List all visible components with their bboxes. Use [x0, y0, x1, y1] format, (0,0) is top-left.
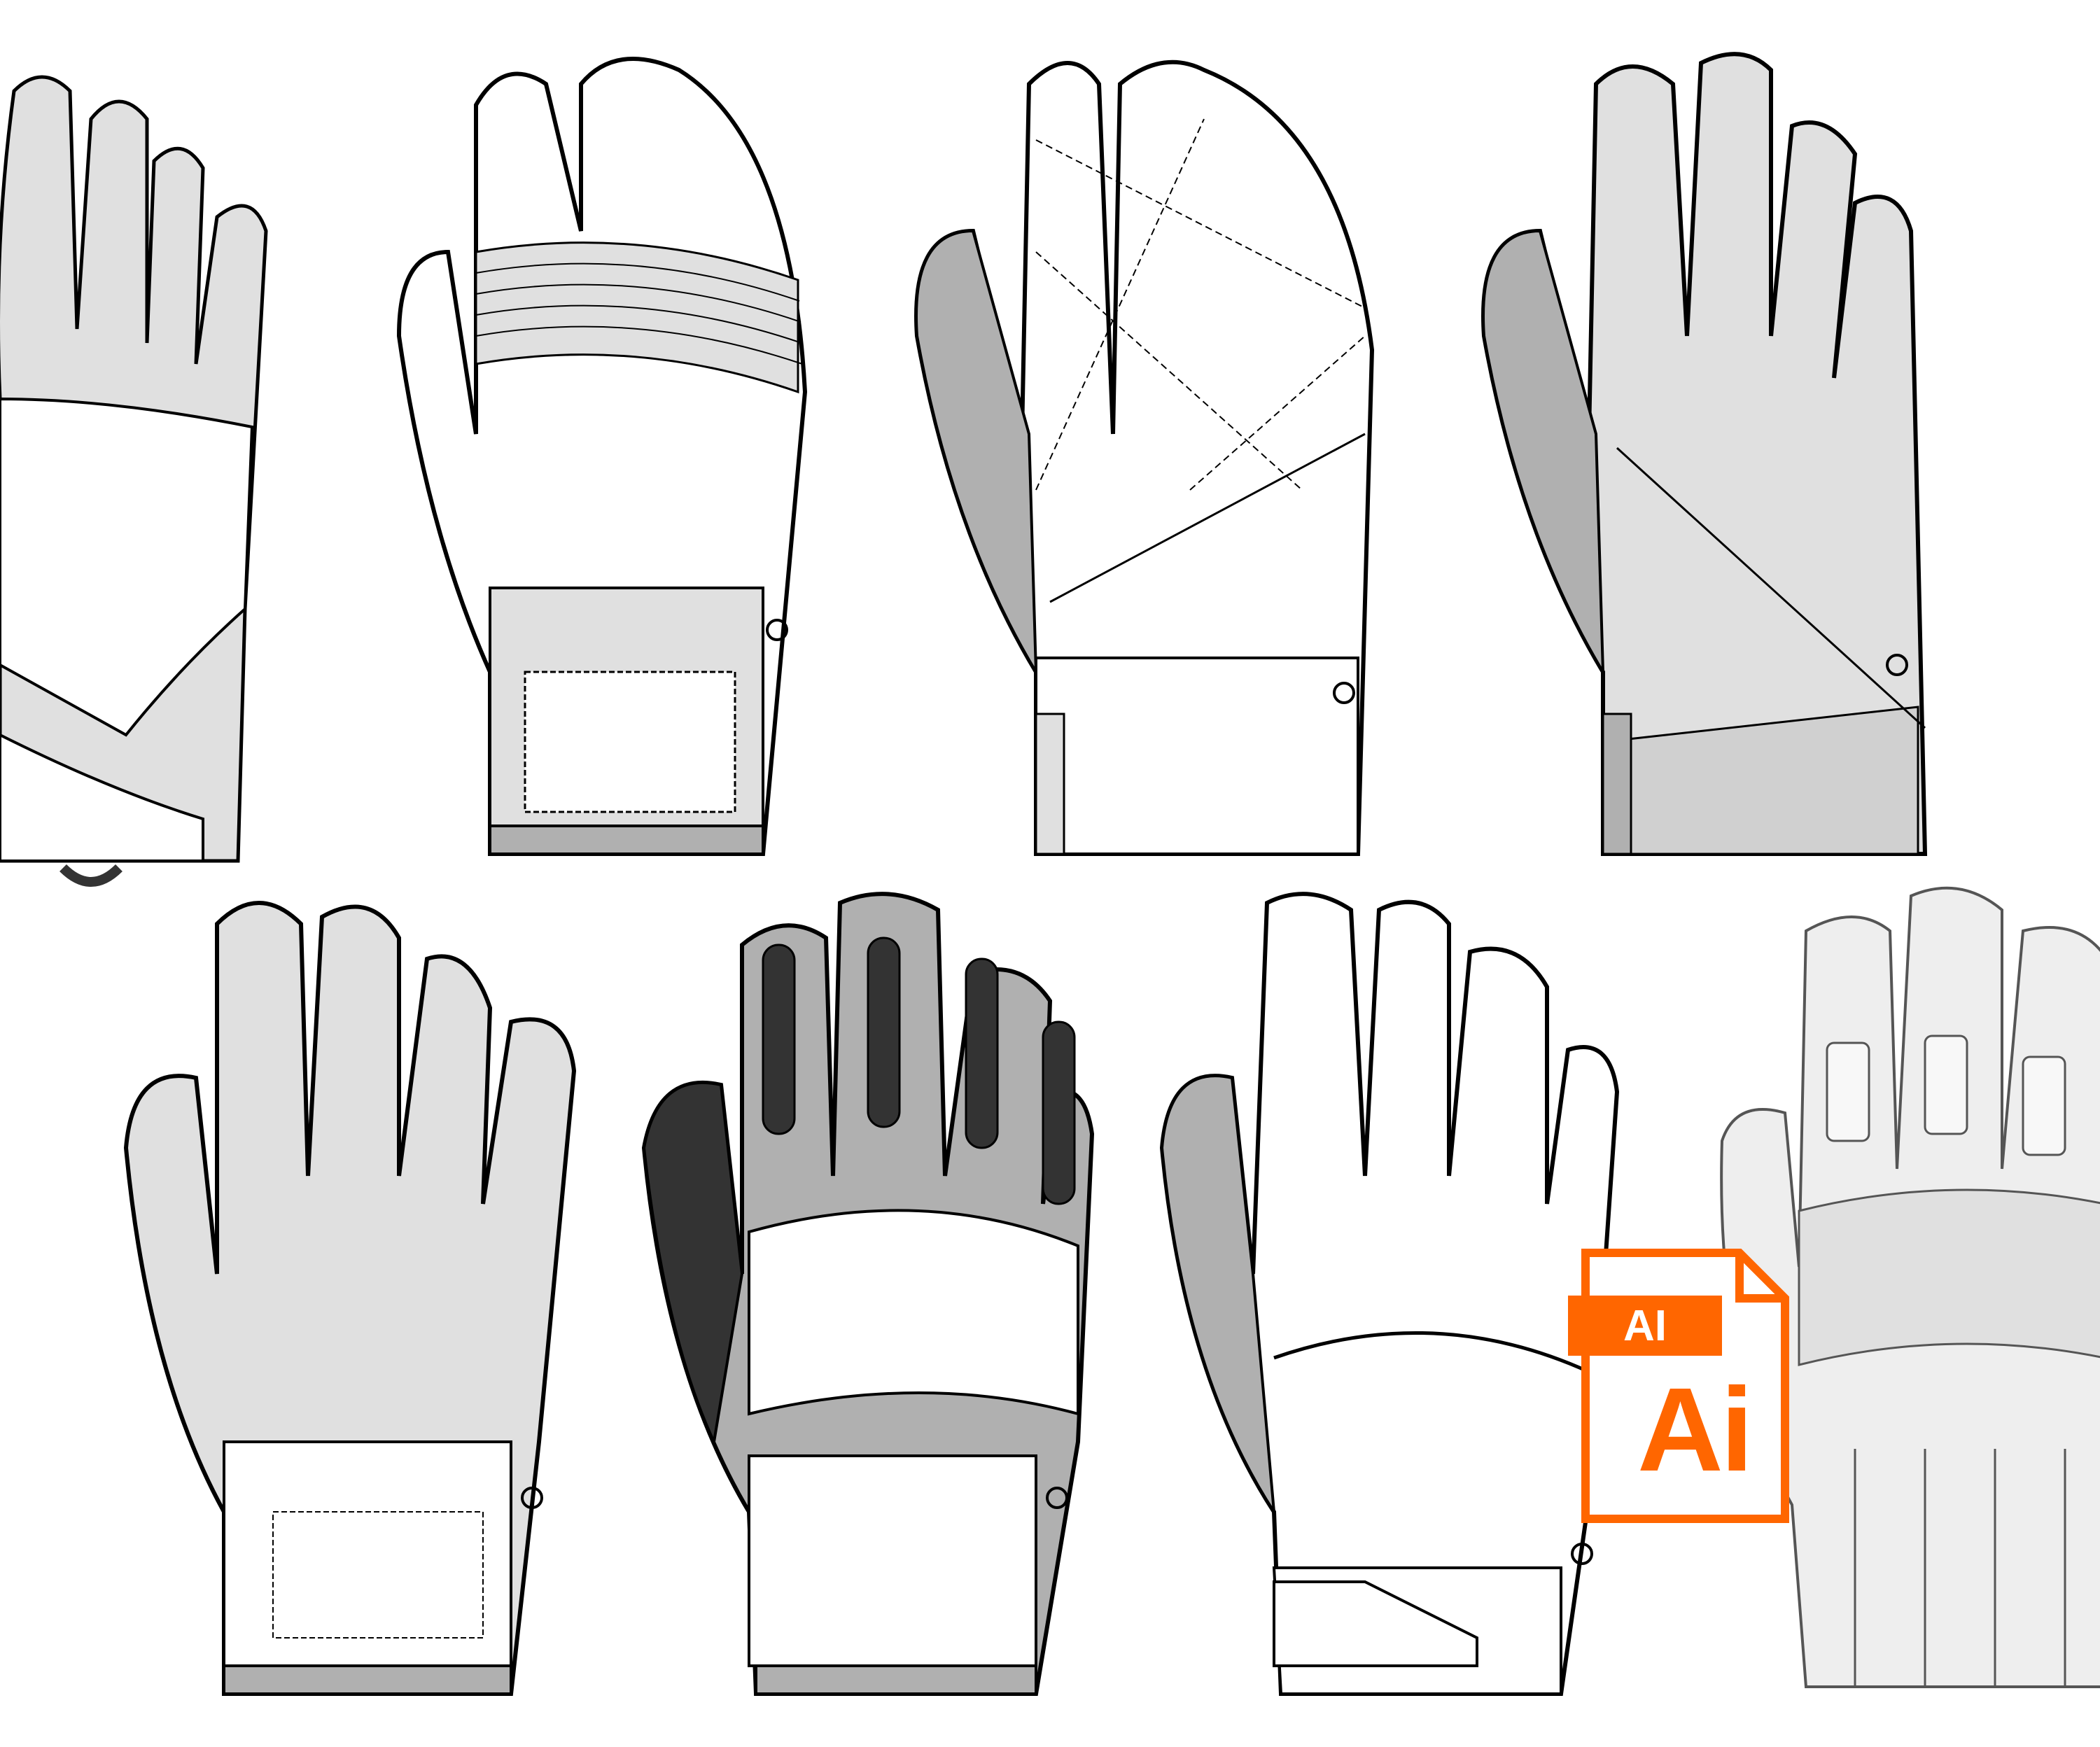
glove-five-finger-strap	[119, 882, 577, 1708]
glove-five-finger-grip-panels	[641, 882, 1095, 1708]
ai-logo-text: Ai	[1637, 1363, 1754, 1496]
adobe-illustrator-file-icon: AI Ai	[1568, 1246, 1806, 1540]
glove-five-finger-gray	[1477, 42, 1953, 868]
glove-lobster-mitt-quilted	[910, 42, 1386, 868]
ai-tag-label: AI	[1568, 1296, 1722, 1356]
glove-five-finger-white	[1155, 882, 1631, 1708]
glove-five-finger-cropped-left	[0, 35, 322, 896]
glove-lobster-mitt-striped	[385, 42, 819, 868]
glove-five-finger-cropped-right	[1715, 875, 2100, 1701]
